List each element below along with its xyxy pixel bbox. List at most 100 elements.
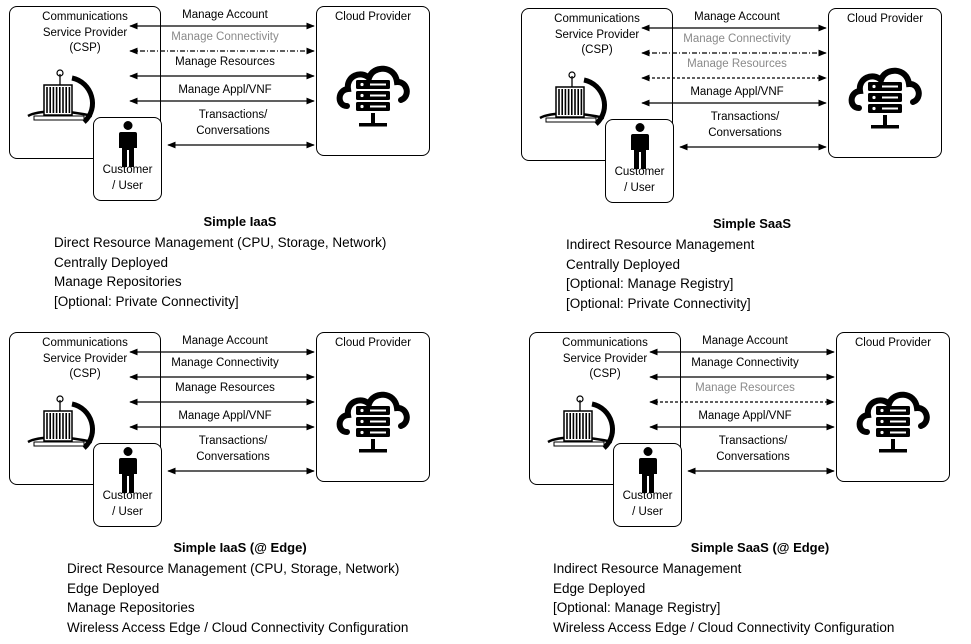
arrow-label: Manage Account [182,9,268,21]
csp-network-icon [27,395,95,450]
csp-label-line: (CSP) [69,368,101,380]
person-icon [119,447,137,493]
cloud-server-icon [856,391,930,453]
diagram-description: Direct Resource Management (CPU, Storage… [54,233,386,311]
description-line: Wireless Access Edge / Cloud Connectivit… [67,619,409,635]
cloud-server-icon [336,391,410,453]
arrow-label: Manage Resources [687,58,787,70]
diagram-description: Direct Resource Management (CPU, Storage… [67,559,408,637]
description-line: Manage Repositories [67,600,195,615]
csp-label-line: Service Provider [42,26,128,39]
arrow-label: Transactions/ Conversations [716,435,790,463]
csp-label-line: Communications [562,337,648,349]
csp-label-line: (CSP) [69,42,101,54]
csp-label-line: (CSP) [589,368,621,380]
cloud-provider-label: Cloud Provider [854,337,932,349]
csp-network-icon [547,395,615,450]
description-line: Direct Resource Management (CPU, Storage… [67,561,400,576]
customer-box [605,119,674,203]
arrow-label: Manage Appl/VNF [178,410,272,422]
cloud-provider-label: Cloud Provider [334,11,412,23]
customer-label-line: / User [112,179,143,192]
customer-label: Customer / User [613,489,682,520]
csp-label-line: Service Provider [42,352,128,365]
cloud-provider-label: Cloud Provider [334,337,412,349]
customer-label-line: Customer [102,164,153,176]
csp-label-line: Service Provider [562,352,648,365]
description-line: Direct Resource Management (CPU, Storage… [54,235,387,250]
csp-label-line: Service Provider [554,28,640,41]
csp-network-icon [27,69,95,124]
csp-label-line: (CSP) [581,44,613,56]
connections-layer [547,348,930,475]
customer-label: Customer / User [605,165,674,196]
arrow-label: Manage Resources [175,56,275,68]
arrow-label: Manage Connectivity [171,357,279,369]
csp-label-line: Communications [554,13,640,25]
connections-layer [27,22,410,149]
customer-label: Customer / User [93,163,162,194]
description-line: Wireless Access Edge / Cloud Connectivit… [553,619,895,635]
csp-label-line: Communications [42,11,128,23]
customer-box [93,117,162,201]
person-icon [631,123,649,169]
arrow-label: Manage Appl/VNF [178,84,272,96]
arrow-label: Manage Connectivity [171,31,279,43]
customer-label-line: Customer [614,166,665,178]
arrow-label: Transactions/ Conversations [196,435,270,463]
cloud-provider-label: Cloud Provider [846,13,924,25]
diagram-title: Simple SaaS [712,216,792,231]
description-line: Indirect Resource Management [566,237,755,252]
customer-box [93,443,162,527]
connections-layer [539,24,922,151]
arrow-label: Manage Account [702,335,788,347]
description-line: Centrally Deployed [54,254,169,270]
arrow-label: Manage Resources [695,382,795,394]
arrow-label: Manage Account [182,335,268,347]
description-line: [Optional: Private Connectivity] [566,295,751,311]
description-line: Indirect Resource Management [553,561,742,576]
arrow-label: Manage Connectivity [683,33,791,45]
description-line: [Optional: Manage Registry] [553,600,721,615]
diagram-title: Simple SaaS (@ Edge) [690,540,830,555]
arrow-label: Manage Account [694,11,780,23]
customer-label-line: Customer [622,490,673,502]
csp-network-icon [539,71,607,126]
customer-label-line: / User [632,505,663,518]
customer-label-line: / User [112,505,143,518]
description-line: [Optional: Manage Registry] [566,276,734,291]
arrow-label: Transactions/ Conversations [196,109,270,137]
arrow-label: Manage Resources [175,382,275,394]
csp-label-line: Communications [42,337,128,349]
diagram-title: Simple IaaS [203,214,277,229]
arrow-label: Manage Appl/VNF [698,410,792,422]
cloud-server-icon [336,65,410,127]
customer-label-line: Customer [102,490,153,502]
description-line: Manage Repositories [54,274,182,289]
person-icon [639,447,657,493]
arrow-label: Manage Appl/VNF [690,86,784,98]
arrow-label: Transactions/ Conversations [708,111,782,139]
customer-label-line: / User [624,181,655,194]
customer-label: Customer / User [93,489,162,520]
cloud-server-icon [848,67,922,129]
diagram-title: Simple IaaS (@ Edge) [173,540,307,555]
person-icon [119,121,137,167]
connections-layer [27,348,410,475]
arrow-label: Manage Connectivity [691,357,799,369]
description-line: Edge Deployed [67,580,160,596]
description-line: [Optional: Private Connectivity] [54,293,239,309]
customer-box [613,443,682,527]
description-line: Edge Deployed [553,580,646,596]
description-line: Centrally Deployed [566,256,681,272]
